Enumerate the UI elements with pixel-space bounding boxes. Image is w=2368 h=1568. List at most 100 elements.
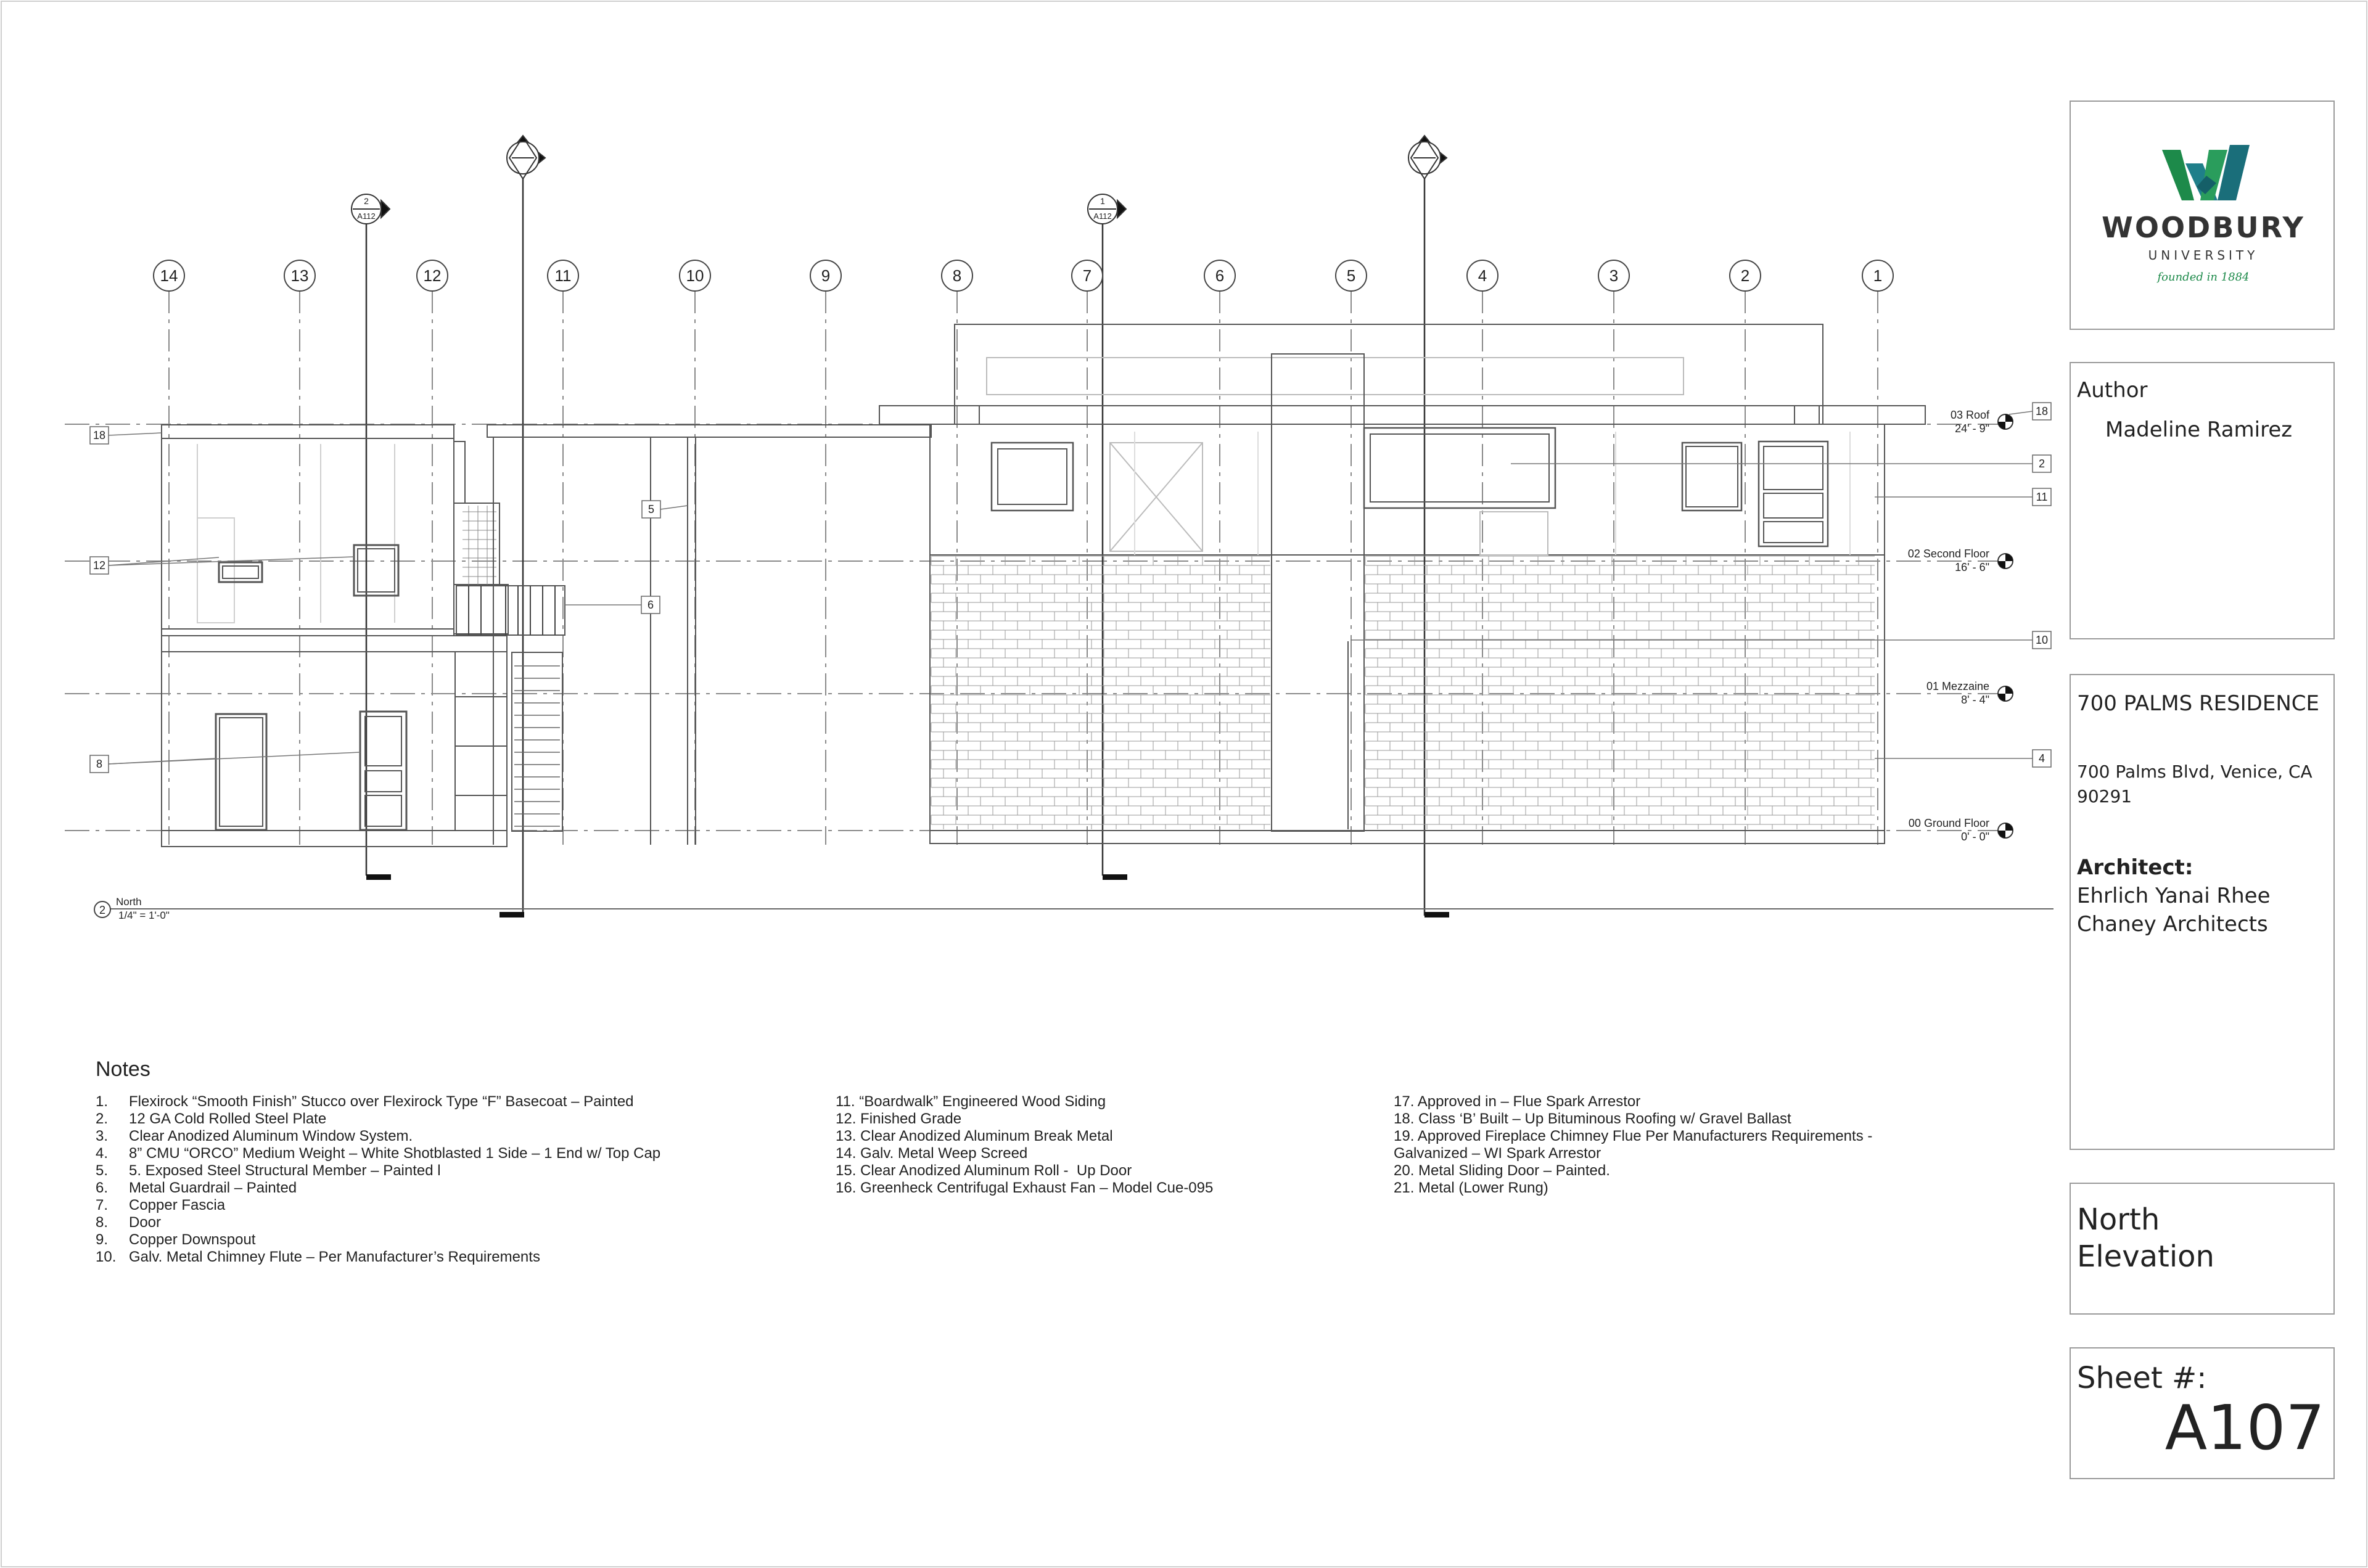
tag-right-4: 4 — [2032, 749, 2052, 768]
note-item: 6. Metal Guardrail – Painted — [96, 1180, 660, 1197]
note-item: 20. Metal Sliding Door – Painted. — [1394, 1162, 1610, 1179]
project-name: 700 PALMS RESIDENCE — [2077, 691, 2319, 716]
grid-bubble-3: 3 — [1598, 260, 1630, 292]
grid-bubble-11: 11 — [547, 260, 579, 292]
note-item: 21. Metal (Lower Rung) — [1394, 1180, 1548, 1196]
note-item: 10. Galv. Metal Chimney Flute – Per Manuf… — [96, 1249, 660, 1266]
note-text: Galv. Metal Chimney Flute – Per Manufact… — [129, 1249, 540, 1265]
logo-sub: UNIVERSITY — [2148, 248, 2259, 263]
grid-label: 14 — [160, 266, 178, 285]
tag-right-11: 11 — [2032, 488, 2052, 506]
elev-name: 01 Mezzaine — [1926, 680, 1989, 692]
sheet-number: A107 — [2164, 1392, 2325, 1464]
grid-label: 3 — [1610, 266, 1618, 285]
note-text: 12 GA Cold Rolled Steel Plate — [129, 1110, 327, 1127]
section-num-right: 1 — [1100, 196, 1105, 206]
note-item: 17. Approved in – Flue Spark Arrestor — [1394, 1093, 1641, 1110]
svg-text:11: 11 — [2036, 491, 2048, 503]
elev-name: 03 Roof — [1951, 409, 1990, 421]
note-item: 2.12 GA Cold Rolled Steel Plate — [96, 1110, 660, 1128]
title-block-view-name: North Elevation — [2070, 1183, 2335, 1315]
tag-mid-6: 6 — [641, 596, 660, 614]
grid-bubble-10: 10 — [679, 260, 711, 292]
elev-name: 00 Ground Floor — [1909, 817, 1989, 829]
note-text: Metal Guardrail – Painted — [129, 1180, 297, 1196]
author-label: Author — [2077, 378, 2148, 403]
grid-bubble-12: 12 — [416, 260, 448, 292]
note-item: 16. Greenheck Centrifugal Exhaust Fan – … — [836, 1180, 1214, 1196]
note-item: 11. “Boardwalk” Engineered Wood Siding — [836, 1093, 1106, 1110]
svg-text:18: 18 — [93, 429, 105, 441]
note-number: 10. — [96, 1249, 117, 1265]
note-text: Clear Anodized Aluminum Window System. — [129, 1128, 413, 1144]
note-text: Copper Fascia — [129, 1197, 226, 1213]
tag-left-18: 18 — [89, 426, 109, 445]
note-item: 3.Clear Anodized Aluminum Window System. — [96, 1128, 660, 1145]
note-item: 12. Finished Grade — [836, 1110, 962, 1127]
note-number: 6. — [96, 1180, 109, 1196]
svg-text:6: 6 — [648, 599, 654, 611]
note-text: Flexirock “Smooth Finish” Stucco over Fl… — [129, 1093, 634, 1110]
note-item: 7. Copper Fascia — [96, 1197, 660, 1214]
svg-text:2: 2 — [2039, 458, 2045, 470]
grid-label: 4 — [1478, 266, 1487, 285]
title-block-logo: WOODBURY UNIVERSITY founded in 1884 — [2070, 101, 2335, 330]
grid-bubble-5: 5 — [1335, 260, 1367, 292]
architect-label: Architect: — [2077, 855, 2193, 880]
grid-label: 10 — [686, 266, 704, 285]
building-section-marker-b — [1408, 134, 1448, 180]
tag-mid-5: 5 — [641, 500, 661, 519]
building-section-marker-a — [506, 134, 546, 180]
grid-label: 13 — [291, 266, 309, 285]
sheet-label: Sheet #: — [2077, 1361, 2207, 1395]
elev-name: 02 Second Floor — [1908, 548, 1989, 560]
title-block-project: 700 PALMS RESIDENCE 700 Palms Blvd, Veni… — [2070, 674, 2335, 1150]
author-name: Madeline Ramirez — [2105, 417, 2293, 442]
project-address-line1: 700 Palms Blvd, Venice, CA — [2077, 761, 2312, 782]
grid-bubble-8: 8 — [941, 260, 973, 292]
tag-left-12: 12 — [89, 556, 109, 575]
elev-value: 8' - 4" — [1961, 694, 1989, 706]
grid-label: 11 — [555, 266, 572, 285]
view-scale: 1/4" = 1'-0" — [118, 909, 170, 921]
view-title: 2 North 1/4" = 1'-0" — [94, 896, 170, 921]
grid-label: 5 — [1347, 266, 1355, 285]
note-number: 4. — [96, 1145, 109, 1162]
svg-text:10: 10 — [2036, 634, 2048, 646]
view-name: North — [116, 896, 142, 908]
title-block-sheet: Sheet #: A107 — [2070, 1347, 2335, 1479]
svg-text:4: 4 — [2039, 752, 2045, 765]
notes-title: Notes — [96, 1057, 150, 1081]
grid-bubble-4: 4 — [1466, 260, 1498, 292]
woodbury-w-logo-icon — [2162, 145, 2250, 200]
logo-word: WOODBURY — [2102, 211, 2305, 244]
note-item: 13. Clear Anodized Aluminum Break Metal — [836, 1128, 1113, 1144]
note-text: Copper Downspout — [129, 1231, 256, 1248]
view-number: 2 — [99, 904, 105, 916]
grid-label: 12 — [424, 266, 442, 285]
note-number: 7. — [96, 1197, 109, 1213]
note-item: 8.Door — [96, 1214, 660, 1231]
section-num-left: 2 — [364, 196, 369, 206]
note-item: 18. Class ‘B’ Built – Up Bituminous Roof… — [1394, 1110, 1791, 1127]
grid-label: 2 — [1741, 266, 1749, 285]
note-text: 8” CMU “ORCO” Medium Weight – White Shot… — [129, 1145, 661, 1162]
grid-bubble-2: 2 — [1729, 260, 1761, 292]
grid-bubble-7: 7 — [1071, 260, 1103, 292]
note-text: Door — [129, 1214, 162, 1231]
title-block-author: Author Madeline Ramirez — [2070, 362, 2335, 639]
note-item: 19. Approved Fireplace Chimney Flue Per … — [1394, 1128, 1873, 1144]
grid-label: 7 — [1083, 266, 1092, 285]
elevation-marker-mezzanine: 01 Mezzaine 8' - 4" — [1926, 680, 2013, 706]
note-number: 1. — [96, 1093, 109, 1110]
view-name-line2: Elevation — [2077, 1239, 2214, 1274]
project-address-line2: 90291 — [2077, 786, 2132, 807]
tag-left-8: 8 — [89, 755, 109, 773]
section-ref-left: A112 — [357, 211, 375, 221]
notes-column-1: 1. Flexirock “Smooth Finish” Stucco over … — [96, 1093, 660, 1266]
grid-label: 6 — [1215, 266, 1224, 285]
elev-value: 0' - 0" — [1961, 831, 1989, 843]
